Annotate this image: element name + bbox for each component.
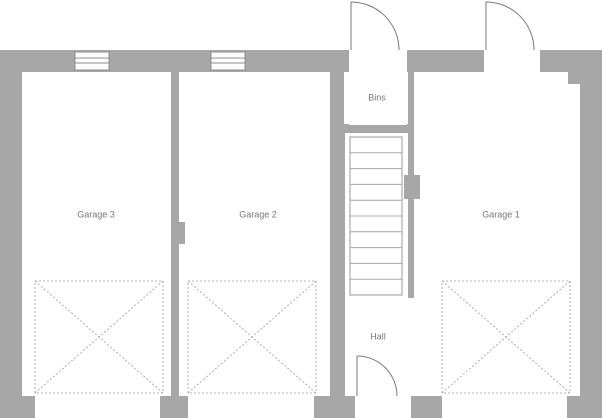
openings	[35, 48, 567, 418]
label-hall: Hall	[370, 331, 386, 341]
opening-garage-1	[442, 396, 567, 418]
opening-garage-3	[35, 396, 160, 418]
label-garage-2: Garage 2	[239, 209, 277, 219]
label-bins: Bins	[368, 92, 386, 102]
garage-door-1	[441, 280, 571, 394]
opening-hall-door	[355, 396, 411, 418]
window-garage-3	[74, 51, 110, 71]
wall-notches	[175, 72, 580, 244]
label-garage-1: Garage 1	[482, 209, 520, 219]
garage-door-2	[187, 280, 317, 394]
garage-door-3	[34, 280, 164, 394]
door-garage-1	[485, 1, 535, 51]
floor-garage-2	[179, 72, 330, 396]
label-garage-3: Garage 3	[77, 209, 115, 219]
opening-bins-door	[349, 48, 407, 74]
floor-garage-3	[22, 72, 171, 396]
opening-garage-1-door	[484, 48, 540, 74]
staircase	[349, 136, 403, 296]
floor-bins	[344, 72, 408, 124]
door-hall	[356, 355, 398, 397]
floor-garage-1	[414, 72, 580, 396]
floors	[22, 72, 580, 396]
opening-garage-2	[188, 396, 314, 418]
notch-stair	[404, 175, 420, 199]
notch-garage-2	[175, 222, 185, 244]
door-bins	[350, 1, 400, 51]
window-garage-2	[210, 51, 246, 71]
notch-garage-1-corner	[568, 72, 580, 84]
